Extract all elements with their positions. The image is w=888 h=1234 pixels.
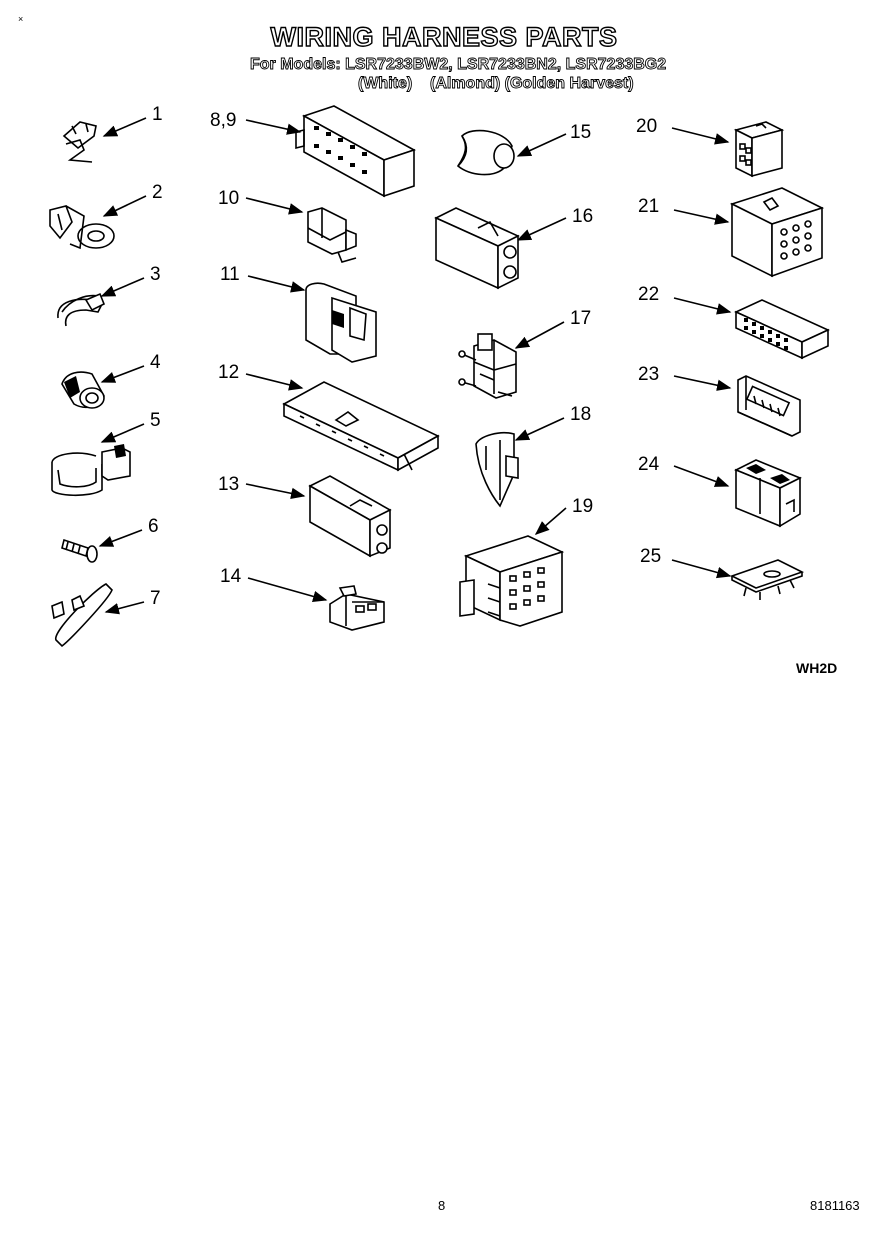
part-23-board-connector: [737, 375, 801, 437]
leader-arrows: [98, 117, 732, 615]
callout-16: 16: [572, 206, 594, 227]
callout-5: 5: [150, 410, 161, 431]
part-5-cable-clamp: [51, 444, 131, 497]
callout-15: 15: [570, 122, 592, 143]
callout-8-9: 8,9: [210, 110, 237, 131]
callout-1: 1: [152, 104, 163, 125]
part-15-sleeve: [456, 129, 515, 176]
callout-7: 7: [150, 588, 161, 609]
callout-14: 14: [220, 566, 242, 587]
part-6-screw: [61, 538, 98, 563]
callout-2: 2: [152, 182, 163, 203]
callout-24: 24: [638, 454, 660, 475]
callout-13: 13: [218, 474, 240, 495]
part-17-terminal-block: [458, 333, 517, 399]
callout-20: 20: [636, 116, 658, 137]
callout-11: 11: [220, 264, 240, 285]
callout-10: 10: [218, 188, 240, 209]
callout-18: 18: [570, 404, 592, 425]
part-13-2pin-housing: [308, 475, 392, 558]
part-12-terminal-strip: [282, 381, 440, 472]
callout-4: 4: [150, 352, 161, 373]
page-title: WIRING HARNESS PARTS: [270, 21, 618, 52]
part-18-curved-bracket: [475, 431, 519, 508]
callout-22: 22: [638, 284, 660, 305]
callout-17: 17: [570, 308, 592, 329]
callout-23: 23: [638, 364, 660, 385]
callout-25: 25: [640, 546, 662, 567]
part-8-9-connector-block: [295, 105, 416, 198]
models-line: For Models: LSR7233BW2, LSR7233BN2, LSR7…: [250, 56, 667, 74]
part-11-housing: [305, 282, 377, 363]
diagram-code: WH2D: [796, 660, 838, 676]
part-22-receptacle-block: [734, 299, 830, 360]
part-1-wire-clip: [62, 121, 97, 163]
callout-6: 6: [148, 516, 159, 537]
callout-21: 21: [638, 196, 660, 217]
colors-line: (White) (Almond) (Golden Harvest): [358, 75, 634, 93]
part-10-small-connector: [307, 207, 357, 263]
part-24-hollow-housing: [734, 459, 802, 528]
part-4-ferrite-ring: [61, 371, 105, 409]
callout-3: 3: [150, 264, 161, 285]
part-16-2pin-connector: [434, 207, 520, 290]
part-7-retainer-strip: [51, 583, 113, 648]
page-number: 8: [438, 1198, 446, 1213]
callout-12: 12: [218, 362, 240, 383]
part-20-small-cube: [733, 121, 785, 178]
part-21-large-cube: [729, 187, 825, 278]
part-25-terminal-plate: [729, 559, 805, 600]
part-2-grommet-clip: [49, 205, 115, 250]
part-14-small-plug: [329, 585, 385, 631]
part-3-spring-clip: [57, 292, 106, 327]
callout-19: 19: [572, 496, 594, 517]
corner-mark: ×: [18, 14, 24, 24]
part-19-multipin-connector: [459, 535, 565, 627]
document-number: 8181163: [810, 1198, 860, 1213]
